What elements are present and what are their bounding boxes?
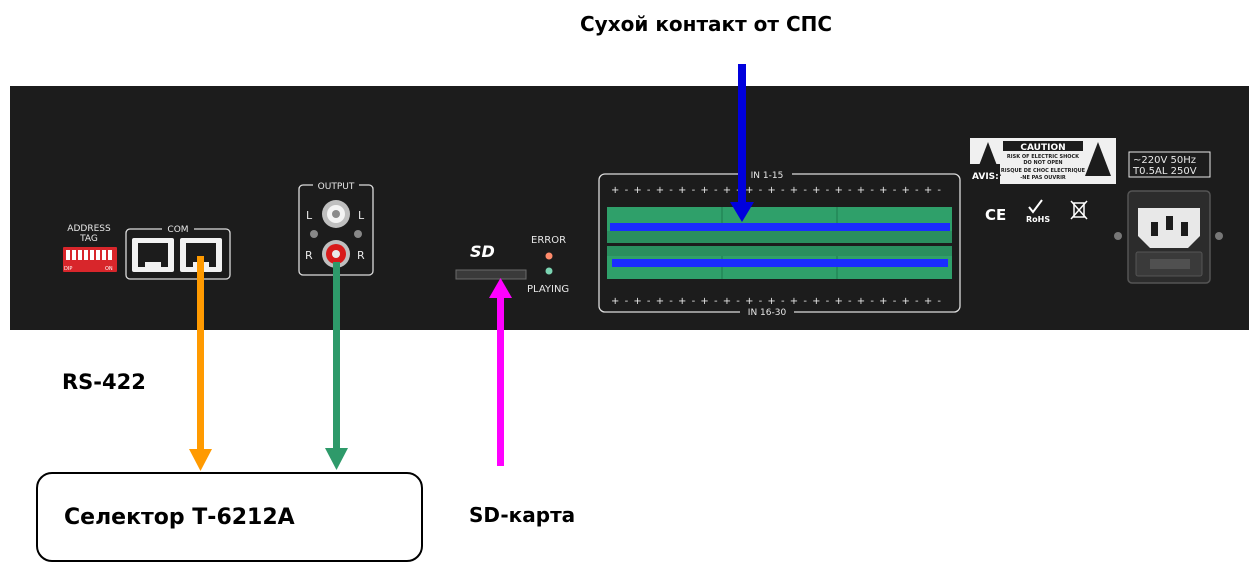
inlet-screw-left <box>1114 232 1122 240</box>
caution-label <box>970 138 1116 184</box>
terminal-block-in-16-30[interactable] <box>607 246 952 279</box>
caution-title: CAUTION <box>1020 143 1065 153</box>
avis-title: AVIS: <box>972 172 999 182</box>
avis-line-1: RISQUE DE CHOC ELECTRIQUE <box>1001 168 1086 174</box>
avis-line-2: -NE PAS OUVRIR <box>1020 175 1066 181</box>
playing-label: PLAYING <box>527 284 569 295</box>
arrow-rs422 <box>189 256 212 471</box>
dip-on-label: ON <box>105 266 113 272</box>
weee-bin-icon <box>1070 200 1088 220</box>
ce-mark-icon: CE <box>985 206 1006 224</box>
inlet-screw-right <box>1215 232 1223 240</box>
power-rating-line-2: T0.5AL 250V <box>1132 166 1197 177</box>
output-left-label-a: L <box>306 209 313 222</box>
playing-led <box>545 267 553 275</box>
com-label: COM <box>167 225 188 235</box>
dip-label: DIP <box>64 266 72 272</box>
output-label: OUTPUT <box>318 182 355 192</box>
arrow-sd-card <box>489 278 512 466</box>
output-right-label-a: R <box>305 249 313 262</box>
rohs-check-icon <box>1028 199 1043 214</box>
com-port-1[interactable] <box>132 238 174 272</box>
error-label: ERROR <box>531 235 566 246</box>
rca-right-jack[interactable] <box>322 240 350 268</box>
sd-card-callout: SD-карта <box>469 503 576 527</box>
inputs-top-label: IN 1-15 <box>751 171 784 181</box>
rca-left-jack[interactable] <box>322 200 350 228</box>
output-left-label-b: L <box>358 209 365 222</box>
arrow-dry-contact <box>730 64 754 222</box>
arrow-output <box>325 262 348 470</box>
output-right-label-b: R <box>357 249 365 262</box>
power-rating-line-1: ~220V 50Hz <box>1133 155 1196 166</box>
caution-line-2: DO NOT OPEN <box>1023 160 1062 166</box>
address-tag-label-1: ADDRESS <box>67 224 111 234</box>
dry-contact-callout: Сухой контакт от СПС <box>580 12 833 36</box>
selector-callout: Селектор Т-6212А <box>64 505 295 530</box>
inputs-bottom-label: IN 16-30 <box>748 308 787 318</box>
rs422-callout: RS-422 <box>62 370 146 394</box>
polarity-top: + - + - + - + - + - + - + - + - + - + - … <box>611 185 941 196</box>
error-led <box>545 252 553 260</box>
polarity-bottom: + - + - + - + - + - + - + - + - + - + - … <box>611 296 941 307</box>
address-tag-label-2: TAG <box>79 234 98 244</box>
dip-switch[interactable] <box>63 247 117 272</box>
power-inlet[interactable] <box>1127 190 1211 284</box>
rohs-icon: RoHS <box>1026 215 1050 224</box>
sd-logo: SD <box>470 242 495 261</box>
terminal-block-in-1-15[interactable] <box>607 207 952 243</box>
sd-card-slot[interactable] <box>455 269 527 280</box>
caution-line-1: RISK OF ELECTRIC SHOCK <box>1007 154 1080 160</box>
power-rating-label <box>1128 151 1211 178</box>
